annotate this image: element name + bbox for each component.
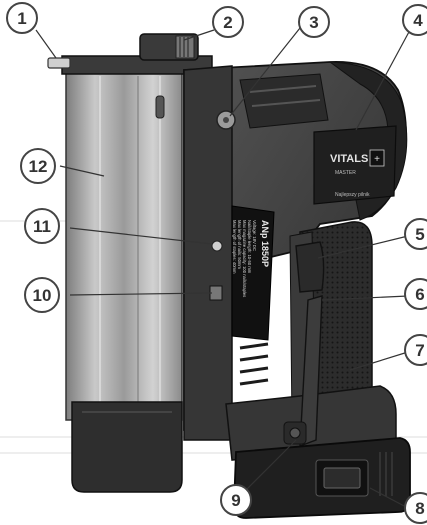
brand-tier: MASTER: [335, 170, 356, 176]
callout-4: 4: [402, 4, 427, 36]
callout-3: 3: [298, 6, 330, 38]
spec-line-5: Max length of staples: 40mm: [232, 220, 237, 274]
callout-8: 8: [404, 492, 427, 524]
spec-line-3: Max magazine capacity: 100 nails/staples: [242, 220, 247, 297]
callout-10: 10: [24, 277, 60, 313]
svg-text:7: 7: [415, 341, 424, 360]
spec-line-4: Max length of nails: 50mm: [237, 220, 242, 269]
led-light: [211, 240, 223, 252]
magazine: [65, 71, 183, 493]
spec-line-1: Voltage: 18V DC: [252, 220, 257, 251]
svg-text:4: 4: [413, 11, 423, 30]
svg-text:8: 8: [415, 499, 424, 518]
callout-6: 6: [404, 278, 427, 310]
svg-text:3: 3: [309, 13, 318, 32]
callout-1: 1: [6, 2, 38, 34]
nail-pusher-pin: [47, 57, 71, 69]
svg-text:5: 5: [415, 225, 424, 244]
callout-9: 9: [220, 484, 252, 516]
battery: [233, 437, 411, 519]
callout-12: 12: [20, 148, 56, 184]
plus-badge-icon: [369, 149, 385, 167]
depth-adjust-wheel: [175, 35, 195, 59]
svg-text:2: 2: [223, 13, 232, 32]
callout-11: 11: [24, 208, 60, 244]
callout-2: 2: [212, 6, 244, 38]
svg-text:6: 6: [415, 285, 424, 304]
svg-text:10: 10: [33, 286, 52, 305]
brand-logo: VITALS: [330, 153, 368, 165]
spec-line-2: Nail/staple length: 10-50 mm: [247, 220, 252, 274]
brand-panel: VITALS MASTER + Najlepszy pilnik: [313, 125, 397, 205]
svg-text:11: 11: [33, 217, 51, 236]
svg-text:9: 9: [231, 491, 240, 510]
callout-5: 5: [404, 218, 427, 250]
callouts: 1 2 3 4 5 6 7 8: [6, 2, 427, 524]
trigger: [295, 241, 325, 293]
lever: [283, 295, 323, 448]
model-name: ANp 1850P: [260, 220, 270, 267]
leader-lines: [35, 27, 411, 509]
brand-slogan: Najlepszy pilnik: [335, 192, 370, 198]
callout-7: 7: [404, 334, 427, 366]
top-rail: [47, 33, 213, 75]
svg-text:12: 12: [29, 157, 48, 176]
svg-text:+: +: [374, 154, 380, 165]
svg-text:1: 1: [17, 9, 26, 28]
spec-panel: ANp 1850P Voltage: 18V DC Nail/staple le…: [231, 205, 275, 341]
